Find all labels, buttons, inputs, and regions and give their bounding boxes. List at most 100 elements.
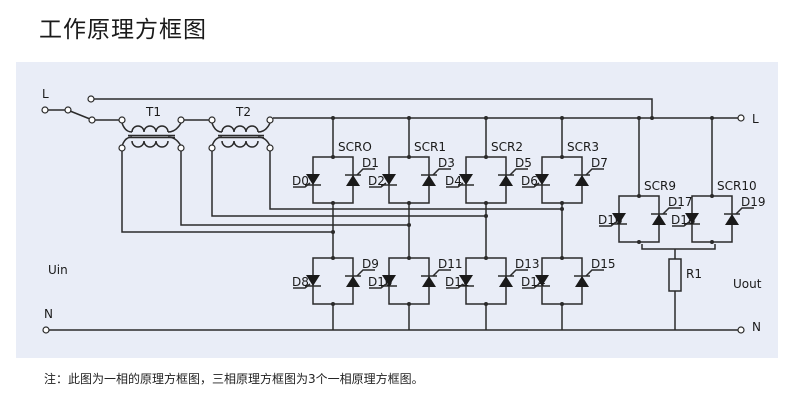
right-diode-label: D19 <box>741 195 766 209</box>
gate-lead <box>585 168 604 176</box>
bypass-wire <box>93 98 653 118</box>
left-diode-label: D0 <box>292 174 309 188</box>
output-voltage-label: Uout <box>733 277 762 291</box>
diode-down-icon <box>306 174 320 185</box>
diode-up-icon <box>422 276 436 287</box>
scr-frame <box>388 257 430 305</box>
scr-name-label: SCR10 <box>717 179 757 193</box>
junction-dot <box>560 116 564 120</box>
diode-up-icon <box>346 276 360 287</box>
right-diode-label: D9 <box>362 257 379 271</box>
transformer-t1: T1 <box>118 105 185 152</box>
gate-lead <box>356 269 375 277</box>
scr-name-label: SCR9 <box>644 179 676 193</box>
diode-up-icon <box>575 276 589 287</box>
diode-down-icon <box>535 275 549 286</box>
diagram-panel <box>16 62 778 358</box>
gate-lead <box>509 168 528 176</box>
junction-dot <box>484 214 488 218</box>
junction-dot <box>407 116 411 120</box>
left-diode-label: D4 <box>445 174 462 188</box>
input-neutral-terminal <box>42 326 50 334</box>
output-neutral-label: N <box>752 320 761 334</box>
scr-name-label: SCR1 <box>414 140 446 154</box>
transformer-t2: T2 <box>208 105 274 152</box>
diode-up-icon <box>499 175 513 186</box>
gate-lead <box>509 269 528 277</box>
right-diode-label: D13 <box>515 257 540 271</box>
scr-frame <box>691 195 733 243</box>
right-diode-label: D3 <box>438 156 455 170</box>
junction-dot <box>407 223 411 227</box>
resistor-r1 <box>668 258 682 292</box>
diode-up-icon <box>725 214 739 225</box>
junction-dot <box>331 230 335 234</box>
t2-label: T2 <box>235 105 251 119</box>
scr-frame <box>541 156 583 204</box>
gate-lead <box>522 182 540 188</box>
scr-name-label: SCRO <box>338 140 372 154</box>
left-diode-label: D2 <box>368 174 385 188</box>
scr-module: D0 D1 SCRO <box>292 140 379 205</box>
scr-frame <box>388 156 430 204</box>
gate-lead <box>446 182 464 188</box>
output-neutral-terminal <box>737 326 745 334</box>
t1-label: T1 <box>145 105 161 119</box>
junction-dot <box>650 116 654 120</box>
diode-up-icon <box>499 276 513 287</box>
diode-down-icon <box>612 213 626 224</box>
gate-lead <box>293 182 311 188</box>
junction-dot <box>560 155 564 159</box>
diode-down-icon <box>459 174 473 185</box>
diode-down-icon <box>382 174 396 185</box>
junction-dot <box>331 116 335 120</box>
diode-up-icon <box>422 175 436 186</box>
junction-dot <box>484 116 488 120</box>
scr-frame <box>541 257 583 305</box>
page-title: 工作原理方框图 <box>39 17 207 43</box>
junction-dot <box>637 240 641 244</box>
switch-blade[interactable] <box>69 110 91 120</box>
left-diode-label: D14 <box>521 275 546 289</box>
tap-bus-4 <box>269 151 562 210</box>
tap-bus-1 <box>121 151 333 233</box>
gate-lead <box>369 182 387 188</box>
switch-pivot <box>64 106 72 114</box>
junction-dot <box>331 155 335 159</box>
footnote: 注：此图为一相的原理方框图，三相原理方框图为3个一相原理方框图。 <box>44 372 424 386</box>
junction-dot <box>710 116 714 120</box>
right-diode-label: D15 <box>591 257 616 271</box>
scr-name-label: SCR2 <box>491 140 523 154</box>
diode-down-icon <box>685 213 699 224</box>
junction-dot <box>484 155 488 159</box>
gate-lead <box>585 269 604 277</box>
gate-lead <box>672 221 690 227</box>
scr-module: D14 D15 <box>521 256 616 306</box>
gate-lead <box>356 168 375 176</box>
gate-lead <box>432 168 451 176</box>
bypass-output-link <box>641 244 716 250</box>
gate-lead <box>369 283 387 289</box>
right-diode-label: D1 <box>362 156 379 170</box>
output-line-terminal <box>737 114 745 122</box>
gate-lead <box>293 283 311 289</box>
left-diode-label: D12 <box>445 275 470 289</box>
right-diode-label: D7 <box>591 156 608 170</box>
left-diode-label: D18 <box>671 213 696 227</box>
scr-module: D18 D19 SCR10 <box>671 179 766 244</box>
diode-up-icon <box>652 214 666 225</box>
tap-bus-3 <box>211 151 486 217</box>
diode-down-icon <box>535 174 549 185</box>
scr-module: D12 D13 <box>445 256 540 306</box>
switch-contact <box>88 116 96 124</box>
right-diode-label: D11 <box>438 257 463 271</box>
gate-lead <box>432 269 451 277</box>
gate-lead <box>735 207 754 215</box>
gate-lead <box>599 221 617 227</box>
junction-dot <box>637 116 641 120</box>
